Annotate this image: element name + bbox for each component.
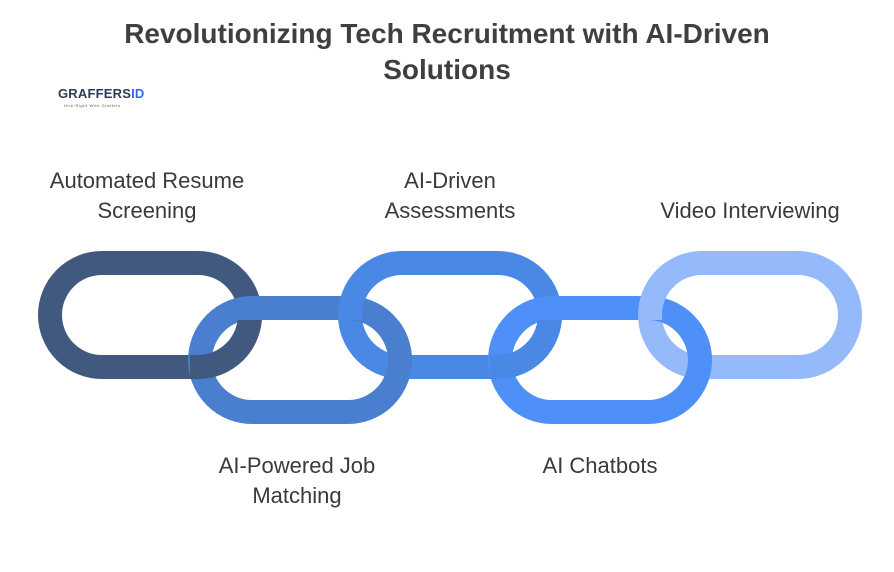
label-video-interviewing: Video Interviewing (660, 198, 840, 223)
label-ai-driven-assessments: AI-Driven Assessments (384, 168, 516, 223)
label-ai-powered-job-matching: AI-Powered Job Matching (218, 453, 376, 508)
label-automated-resume-screening: Automated Resume Screening (49, 168, 245, 223)
chain-link-chatbots-overlap (640, 320, 712, 380)
chain-link-job-matching-overlap (340, 320, 412, 380)
page-title: Revolutionizing Tech Recruitment with AI… (124, 18, 770, 85)
logo-brand: GRAFFERS (58, 86, 132, 101)
chain-link-video-interviewing (638, 251, 862, 379)
logo-suffix: ID (131, 86, 145, 101)
graffersid-logo: GRAFFERSID Hire Right With Graffers (58, 86, 145, 110)
label-ai-chatbots: AI Chatbots (542, 453, 658, 478)
logo-tagline: Hire Right With Graffers (64, 103, 121, 108)
logo-wordmark: GRAFFERSID (58, 86, 145, 101)
